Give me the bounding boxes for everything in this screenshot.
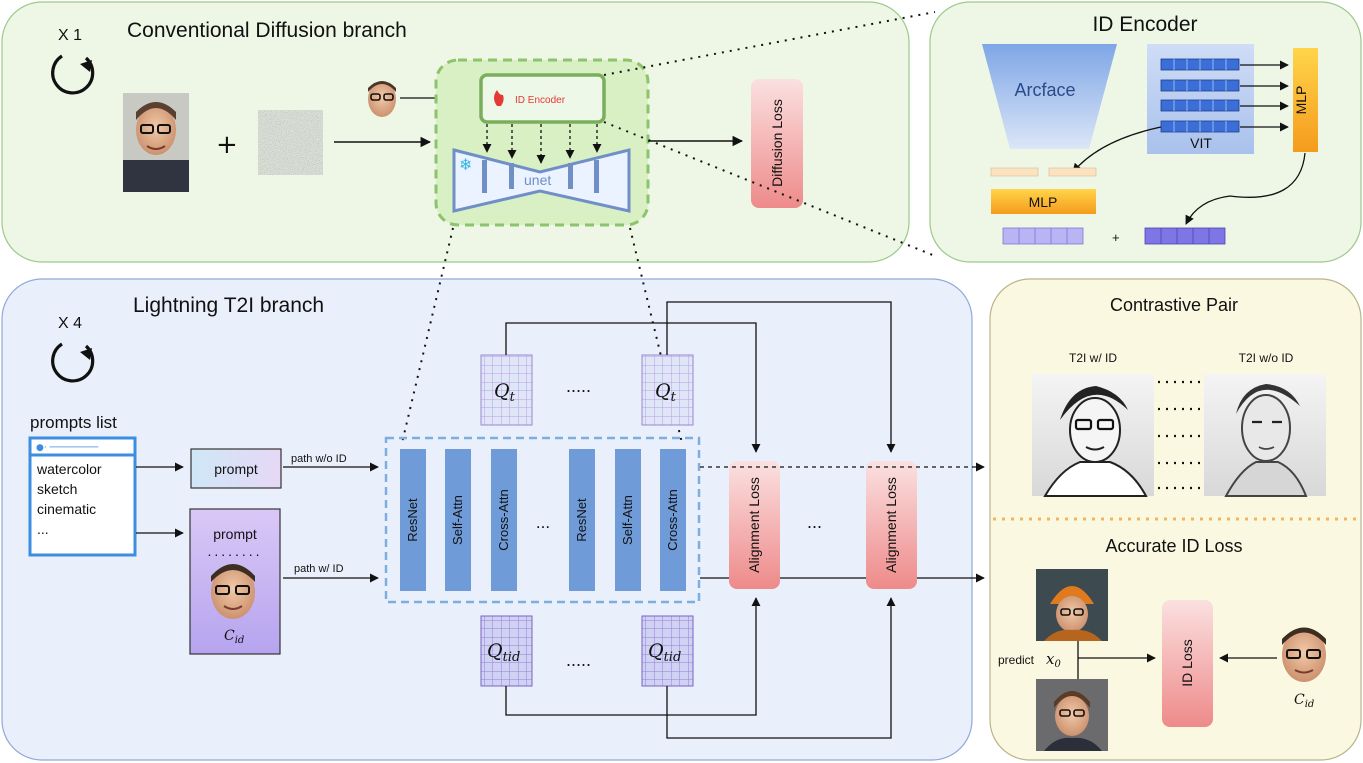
alignment-connectors [505, 301, 985, 739]
alignment-loss-1-box [729, 461, 780, 589]
prompt-box-2-dots: ........ [207, 543, 262, 559]
prompt-item-3: cinematic [37, 501, 96, 517]
predicted-photo-2 [1036, 679, 1108, 751]
id-loss-label: ID Loss [1179, 639, 1195, 686]
lightning-branch-panel [1, 278, 973, 761]
cycle-icon-2 [51, 342, 95, 383]
vit-to-mlp-arrows [1240, 60, 1289, 132]
unet-blocks-container [384, 436, 701, 604]
prompt-box-1-label: prompt [214, 461, 258, 477]
arcface-label: Arcface [1014, 80, 1075, 100]
id-loss-box [1162, 600, 1213, 727]
arcface-trapezoid [982, 44, 1117, 149]
qt-grid-1 [480, 354, 533, 426]
alignment-loss-1-label: Alignment Loss [746, 477, 762, 573]
output-tokens-right [1144, 227, 1226, 245]
prompts-list-box [28, 436, 137, 557]
path-wo-id-label: path w/o ID [291, 453, 347, 465]
id-encoder-title: ID Encoder [1092, 13, 1197, 36]
unet-label: unet [524, 172, 551, 188]
unet-shape [452, 148, 631, 213]
unet-bars [482, 160, 599, 193]
qt-grid-2 [641, 354, 694, 426]
zoom-line-top [603, 11, 936, 76]
id-encoder-block [479, 73, 606, 124]
arrow-vit-to-tokens [1072, 126, 1162, 173]
qt-label-1: Qt [494, 380, 516, 405]
qt-label-2: Qt [655, 380, 677, 405]
zoom-line-left [401, 227, 454, 444]
prompts-list-header-dots: ●· ───────── [36, 443, 99, 453]
arrow-mlp-to-tokens [1185, 152, 1306, 225]
noise-image [258, 110, 323, 175]
mlp-horizontal-block [991, 189, 1096, 214]
block-resnet-1: ResNet [405, 498, 420, 542]
qtid-label-2: Qtid [648, 640, 681, 665]
plus-sign: + [216, 130, 238, 160]
qtid-ellipsis: ..... [566, 650, 591, 670]
lightning-title: Lightning T2I branch [133, 294, 324, 317]
encoder-to-unet-arrows [482, 124, 602, 164]
sketch-with-id [1032, 374, 1154, 497]
predicted-photo-1 [1036, 569, 1108, 641]
zoom-line-bottom [603, 121, 936, 257]
block-resnet-2: ResNet [574, 498, 589, 542]
cycle-icon [51, 54, 95, 95]
block-crossattn-2: Cross-Attn [665, 489, 680, 550]
face-cid [1282, 627, 1326, 682]
t2i-without-id-label: T2I w/o ID [1239, 351, 1294, 365]
diffusion-loss-box [751, 79, 803, 208]
mlp-vertical-block [1293, 48, 1318, 152]
alignment-loss-2-label: Alignment Loss [883, 477, 899, 573]
mlp-horizontal-label: MLP [1029, 194, 1058, 210]
conventional-title: Conventional Diffusion branch [127, 19, 407, 42]
mlp-vertical-label: MLP [1293, 86, 1309, 115]
prompt-box-1 [190, 448, 282, 489]
vit-token-rows [1160, 58, 1240, 133]
block-crossattn-1: Cross-Attn [496, 489, 511, 550]
block-selfattn-2: Self-Attn [620, 495, 635, 545]
block-selfattn-1: Self-Attn [450, 495, 465, 545]
predict-label-bg [996, 649, 1066, 671]
prompt-item-2: sketch [37, 481, 77, 497]
path-w-id-label: path w/ ID [294, 563, 344, 575]
snowflake-icon: ❄ [459, 155, 472, 174]
repeat-x4: X 4 [58, 315, 82, 332]
qt-ellipsis: ..... [566, 376, 591, 396]
prompt-item-4: ... [37, 521, 49, 537]
accurate-id-title: Accurate ID Loss [1105, 536, 1242, 556]
between-losses-ellipsis: ... [807, 512, 822, 532]
encoder-plus: + [1112, 230, 1120, 245]
face-in-prompt [211, 564, 255, 619]
flame-icon [494, 90, 504, 106]
arcface-token-2 [1048, 167, 1097, 177]
prompt-box-2-label: prompt [213, 526, 257, 542]
t2i-with-id-label: T2I w/ ID [1069, 351, 1117, 365]
input-photo [123, 93, 189, 192]
repeat-x1: X 1 [58, 27, 82, 44]
output-tokens-left [1002, 227, 1084, 245]
block-ellipsis: ... [536, 513, 550, 532]
vit-label: VIT [1190, 135, 1212, 151]
cid-label: Cid [224, 628, 244, 646]
arcface-token-1 [990, 167, 1039, 177]
face-small [368, 81, 396, 117]
id-encoder-label: ID Encoder [515, 95, 566, 106]
unet-block-bars [400, 449, 686, 591]
cid-label-right: Cid [1294, 692, 1314, 710]
predict-label: predict [998, 653, 1035, 667]
contrastive-title: Contrastive Pair [1110, 295, 1238, 315]
prompt-item-1: watercolor [36, 461, 102, 477]
sketch-without-id [1204, 374, 1326, 497]
x0-label: x0 [1046, 650, 1061, 670]
qtid-label-1: Qtid [487, 640, 520, 665]
alignment-loss-2-box [866, 461, 917, 589]
prompts-list-title: prompts list [30, 413, 117, 432]
qtid-grid-1 [480, 615, 533, 687]
diffusion-loss-label: Diffusion Loss [769, 99, 785, 187]
